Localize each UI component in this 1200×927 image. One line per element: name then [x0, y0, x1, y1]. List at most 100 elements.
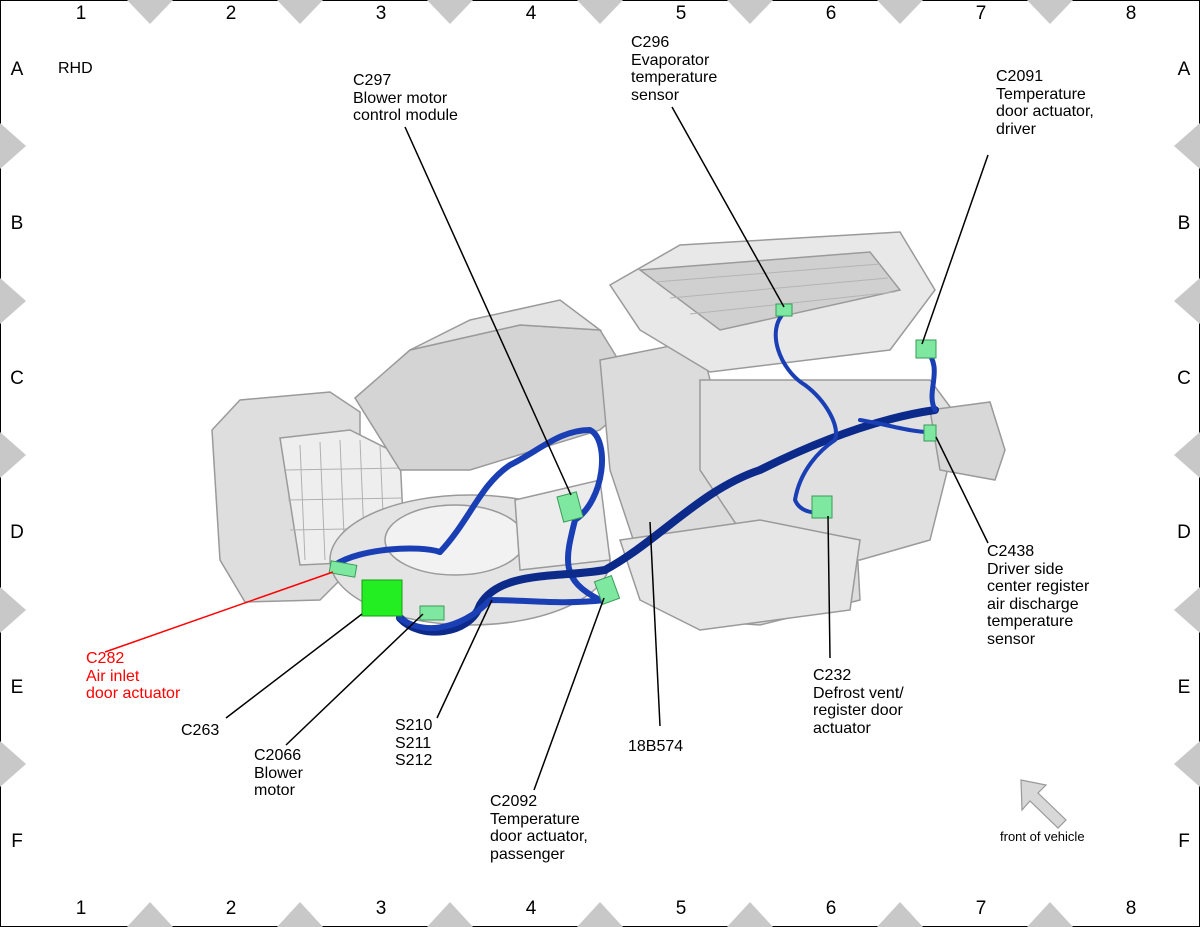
leader-c2092	[533, 597, 605, 791]
grid-row-f-left: F	[11, 831, 23, 852]
grid-col-8-top: 8	[1125, 3, 1137, 24]
callout-c232: C232 Defrost vent/ register door actuato…	[813, 667, 904, 737]
callout-desc-line: sensor	[987, 630, 1036, 648]
callout-code: 18B574	[628, 738, 684, 755]
callout-desc-line: register door	[813, 702, 903, 719]
callout-desc-line: door actuator,	[490, 828, 588, 845]
connector-c263	[361, 579, 403, 617]
splice-label: S211	[395, 734, 432, 752]
callout-desc-line: Blower	[254, 764, 303, 782]
leader-lines	[104, 106, 989, 791]
grid-row-b-right: B	[1177, 213, 1191, 234]
arrow-up-left-icon	[1020, 779, 1067, 829]
callout-desc-line: motor	[254, 782, 295, 799]
callout-code: C232	[813, 667, 852, 684]
leader-c232	[827, 515, 831, 659]
leader-c2066	[285, 613, 424, 746]
grid-row-f-right: F	[1178, 831, 1190, 852]
connector-c297	[556, 491, 584, 523]
leader-c282	[104, 571, 334, 653]
splice-label: S212	[395, 752, 433, 769]
grid-col-2-top: 2	[225, 3, 237, 24]
callout-desc-line: Blower motor	[353, 89, 448, 107]
connector-c2438	[923, 424, 937, 442]
grid-row-c-right: C	[1177, 368, 1191, 389]
callout-desc-line: control module	[353, 107, 458, 124]
grid-col-5-top: 5	[675, 3, 687, 24]
grid-row-a-left: A	[10, 59, 24, 80]
grid-row-d-right: D	[1177, 522, 1191, 543]
callout-desc-line: Defrost vent/	[813, 684, 904, 702]
connector-c232	[811, 495, 833, 519]
callout-c2092: C2092 Temperature door actuator, passeng…	[490, 793, 588, 863]
callout-code: C282	[86, 650, 125, 667]
leader-c2438	[935, 436, 989, 544]
connector-c296	[775, 303, 793, 317]
callout-code: C2092	[490, 793, 538, 810]
callout-desc-line: Temperature	[996, 85, 1086, 103]
callout-c296: C296 Evaporator temperature sensor	[631, 34, 717, 104]
callout-code: C297	[353, 72, 392, 89]
grid-col-6-bottom: 6	[825, 898, 837, 919]
grid-col-1-bottom: 1	[75, 898, 87, 919]
grid-row-b-left: B	[10, 213, 24, 234]
callout-c263: C263	[181, 722, 219, 740]
grid-col-3-bottom: 3	[375, 898, 387, 919]
grid-row-d-left: D	[10, 522, 24, 543]
callout-code: C296	[631, 34, 670, 51]
grid-col-7-top: 7	[975, 3, 987, 24]
connector-c2066	[419, 605, 445, 621]
grid-col-3-top: 3	[375, 3, 387, 24]
splice-label: S210	[395, 717, 433, 734]
grid-col-4-bottom: 4	[525, 898, 537, 919]
connector-c282	[328, 560, 358, 578]
callout-desc-line: center register	[987, 578, 1090, 595]
callout-code: C2066	[254, 747, 302, 764]
callout-desc-line: actuator	[813, 719, 871, 737]
grid-row-c-left: C	[10, 368, 24, 389]
callout-desc-line: air discharge	[987, 595, 1079, 613]
grid-col-7-bottom: 7	[975, 898, 987, 919]
callout-desc-line: door actuator	[86, 685, 181, 702]
callout-desc-line: Temperature	[490, 810, 580, 828]
callout-c282: C282 Air inlet door actuator	[86, 650, 180, 703]
connector-c2091	[915, 339, 937, 359]
callout-code: C2438	[987, 543, 1035, 560]
callout-c2066: C2066 Blower motor	[254, 747, 303, 800]
callout-desc-line: sensor	[631, 86, 680, 104]
grid-col-8-bottom: 8	[1125, 898, 1137, 919]
callout-code: C2091	[996, 68, 1044, 85]
callout-desc-line: Air inlet	[86, 667, 140, 685]
callout-desc-line: Evaporator	[631, 51, 710, 69]
grid-col-2-bottom: 2	[225, 898, 237, 919]
grid-col-4-top: 4	[525, 3, 537, 24]
leader-c2091	[921, 154, 989, 345]
callout-splices: S210 S211 S212	[395, 717, 432, 770]
callout-c297: C297 Blower motor control module	[353, 72, 458, 125]
grid-col-1-top: 1	[75, 3, 87, 24]
grid-col-6-top: 6	[825, 3, 837, 24]
grid-row-e-left: E	[10, 677, 24, 698]
callout-desc-line: passenger	[490, 845, 565, 863]
rhd-note: RHD	[58, 60, 93, 77]
callout-c2091: C2091 Temperature door actuator, driver	[996, 68, 1094, 138]
leader-c297	[404, 126, 572, 496]
callout-code: C263	[181, 722, 220, 739]
callout-18b574: 18B574	[628, 738, 683, 756]
grid-row-a-right: A	[1177, 59, 1191, 80]
callout-desc-line: temperature	[987, 613, 1074, 630]
grid-col-5-bottom: 5	[675, 898, 687, 919]
callout-desc-line: Driver side	[987, 560, 1064, 578]
grid-row-e-right: E	[1177, 677, 1191, 698]
callout-desc-line: driver	[996, 120, 1037, 138]
leader-s210	[436, 599, 493, 719]
leader-c296	[671, 106, 785, 308]
leader-18b574	[649, 521, 661, 727]
callout-c2438: C2438 Driver side center register air di…	[987, 543, 1089, 648]
leader-c263	[225, 613, 363, 719]
callout-desc-line: door actuator,	[996, 103, 1094, 120]
connector-c2092	[593, 575, 621, 605]
